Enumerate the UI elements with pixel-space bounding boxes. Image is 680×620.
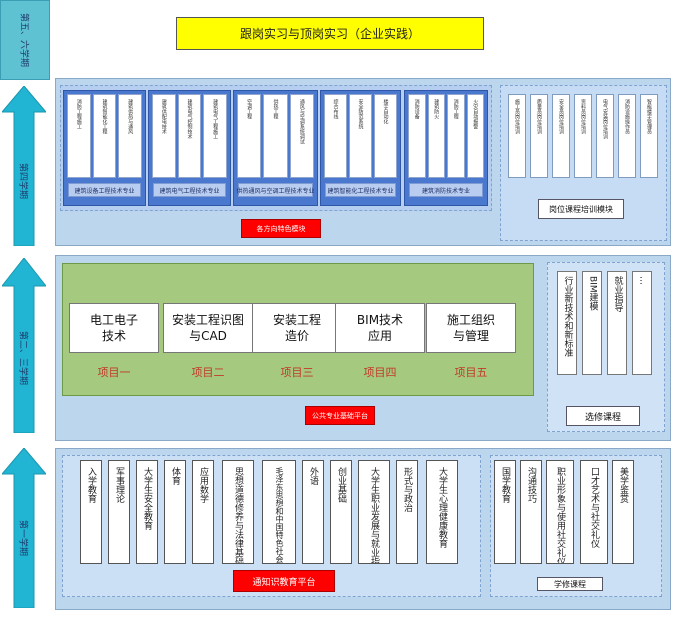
module-card: 供热工程 (263, 94, 288, 178)
module-group-hvac: 空调工程 供热工程 通风与空调系统调试 供热通风与空调工程技术专业 (233, 90, 318, 206)
module-card: 建筑防火 (427, 94, 445, 178)
stage-arrow-semester-2-3: 第二、三学期 (2, 258, 46, 433)
elective-title: 选修课程 (566, 406, 640, 426)
module-label: 建筑智能化工程技术专业 (325, 183, 396, 197)
study-course-card: 国学教育 (494, 460, 516, 564)
study-course-card: 美学鉴赏 (612, 460, 634, 564)
module-card: 消防工程 (447, 94, 465, 178)
stage-label-1: 第一学期 (17, 519, 28, 557)
course-card: 体育 (164, 460, 186, 564)
project-card-3: 安装工程 造价 (252, 303, 342, 353)
post-card: 质量员岗位培训 (530, 94, 548, 178)
post-card: 智能楼宇管理员 (640, 94, 658, 178)
module-group-fire: 消防设备 建筑防火 消防工程 火灾自动报警 建筑消防技术专业 (404, 90, 488, 206)
module-card: 安全防范系统 (349, 94, 372, 178)
study-course-title: 学修课程 (537, 577, 603, 591)
elective-card: 就业指导 (607, 271, 627, 375)
project-card-2: 安装工程识图 与CAD (163, 303, 253, 353)
stage-arrow-semester-4: 第四学期 (2, 86, 46, 246)
module-card: 建筑智能化工程 (92, 94, 117, 178)
course-card: 形式与政治 (396, 460, 418, 564)
post-training-title: 岗位课程培训模块 (538, 199, 624, 219)
project-name-2: 项目二 (191, 366, 225, 379)
stage-arrow-semester-1: 第一学期 (2, 448, 46, 608)
module-group-equipment: 消防工程施工 建筑智能化工程 建筑供热与通风 建筑设备工程技术专业 (63, 90, 146, 206)
module-card: 综合布线 (324, 94, 347, 178)
stage-label-2-3: 第二、三学期 (17, 330, 28, 386)
course-card: 大学生职业发展与就业指导 (358, 460, 390, 564)
course-card: 军事理论 (108, 460, 130, 564)
post-card: 安全员岗位培训 (552, 94, 570, 178)
up-arrow-icon (2, 86, 46, 246)
project-name-1: 项目一 (97, 366, 131, 379)
course-card: 大学生心理健康教育 (426, 460, 458, 564)
module-label: 建筑电气工程技术专业 (153, 183, 226, 197)
elective-card: … (632, 271, 652, 375)
module-card: 建筑电气控制技术 (177, 94, 202, 178)
project-card-1: 电工电子 技术 (69, 303, 159, 353)
course-card: 思想道德修养与法律基础 (222, 460, 254, 564)
course-card: 外语 (302, 460, 324, 564)
course-card: 创业基础 (330, 460, 352, 564)
professional-platform-title: 公共专业基础平台 (305, 406, 375, 425)
module-card: 建筑电气工程施工 (203, 94, 228, 178)
module-card: 楼宇自动化 (374, 94, 397, 178)
up-arrow-icon (2, 448, 46, 608)
post-card: 电气安装岗位培训 (596, 94, 614, 178)
study-course-card: 职业形象与使用社交礼仪 (546, 460, 574, 564)
stage-label-5-6: 第五、六学期 (18, 12, 29, 68)
module-card: 空调工程 (237, 94, 262, 178)
module-card: 建筑供热与通风 (118, 94, 143, 178)
module-label: 建筑设备工程技术专业 (68, 183, 141, 197)
general-platform-title: 通知识教育平台 (233, 570, 335, 592)
elective-card: 行业新技术和新标准 (557, 271, 577, 375)
module-group-electrical: 建筑供配电技术 建筑电气控制技术 建筑电气工程施工 建筑电气工程技术专业 (148, 90, 231, 206)
module-group-intelligent: 综合布线 安全防范系统 楼宇自动化 建筑智能化工程技术专业 (320, 90, 401, 206)
module-card: 消防设备 (408, 94, 426, 178)
project-card-4: BIM技术 应用 (335, 303, 425, 353)
course-card: 入学教育 (80, 460, 102, 564)
project-name-4: 项目四 (363, 366, 397, 379)
course-card: 大学生安全教育 (136, 460, 158, 564)
module-card: 消防工程施工 (67, 94, 91, 178)
post-card: 消防设施操作员 (618, 94, 636, 178)
project-card-5: 施工组织 与管理 (426, 303, 516, 353)
course-card: 毛泽东思想和中国特色社会主义理论体系 (262, 460, 296, 564)
stage-box-semester-5-6: 第五、六学期 (0, 0, 50, 80)
stage-label-4: 第四学期 (17, 162, 28, 200)
feature-module-title: 各方向特色模块 (241, 219, 321, 238)
module-label: 建筑消防技术专业 (409, 183, 483, 197)
module-card: 通风与空调系统调试 (289, 94, 314, 178)
study-course-card: 沟通技巧 (520, 460, 542, 564)
post-card: 施工员岗位培训 (508, 94, 526, 178)
stage-column: 第五、六学期 第四学期 第二、三学期 第一学期 (0, 0, 50, 620)
project-name-5: 项目五 (454, 366, 488, 379)
post-card: 资料员岗位培训 (574, 94, 592, 178)
module-card: 建筑供配电技术 (152, 94, 176, 178)
up-arrow-icon (2, 258, 46, 433)
internship-banner: 跟岗实习与顶岗实习（企业实践） (176, 17, 484, 50)
project-name-3: 项目三 (280, 366, 314, 379)
study-course-card: 口才艺术与社交礼仪 (580, 460, 608, 564)
elective-card: BIM建模 (582, 271, 602, 375)
module-label: 供热通风与空调工程技术专业 (237, 183, 315, 197)
module-card: 火灾自动报警 (466, 94, 484, 178)
course-card: 应用数学 (192, 460, 214, 564)
